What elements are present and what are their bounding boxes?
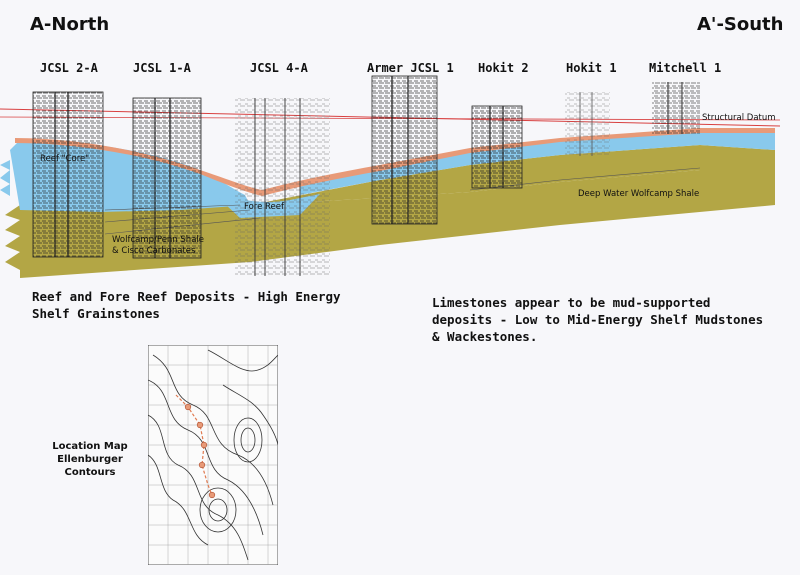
note-reef-line1: Reef and Fore Reef Deposits - High Energ…	[32, 289, 341, 304]
section-title-north: A-North	[30, 14, 110, 35]
well-name-jcsl-4a: JCSL 4-A	[250, 61, 308, 75]
shale-spikes	[5, 205, 20, 270]
well-name-mitchell-1: Mitchell 1	[649, 61, 722, 75]
location-map	[148, 345, 278, 565]
well-name-armer-jcsl-1: Armer JCSL 1	[367, 61, 454, 75]
well-log-jcsl-1a	[132, 97, 202, 259]
label-structural-datum: Structural Datum	[702, 113, 776, 123]
well-log-armer-jcsl-1	[371, 75, 438, 225]
note-lime-line2: deposits - Low to Mid-Energy Shelf Mudst…	[432, 312, 764, 327]
map-contours	[148, 349, 278, 561]
map-caption-line2: Ellenburger Contours	[57, 454, 123, 478]
cross-section-diagram	[0, 75, 781, 278]
well-log-jcsl-4a	[235, 98, 330, 276]
well-name-hokit-2: Hokit 2	[478, 61, 529, 75]
well-log-hokit-2	[471, 105, 523, 189]
limestone-shelf	[300, 130, 775, 195]
well-name-hokit-1: Hokit 1	[566, 61, 617, 75]
well-log-mitchell-1	[652, 82, 700, 134]
location-map-caption: Location Map Ellenburger Contours	[30, 440, 150, 479]
label-wolfcamp-penn-line2: & Cisco Carbonates	[112, 246, 196, 256]
label-deep-water-shale: Deep Water Wolfcamp Shale	[578, 189, 700, 199]
map-caption-line1: Location Map	[52, 441, 128, 452]
label-fore-reef: Fore Reef	[244, 202, 285, 212]
well-name-jcsl-2a: JCSL 2-A	[40, 61, 98, 75]
note-reef-deposits: Reef and Fore Reef Deposits - High Energ…	[32, 288, 341, 322]
well-log-hokit-1	[565, 92, 610, 156]
well-log-jcsl-2a	[32, 91, 104, 258]
label-reef-core: Reef "Core"	[40, 154, 90, 164]
map-well-dots	[184, 403, 216, 499]
limestone-spikes	[0, 160, 10, 196]
section-title-south: A'-South	[697, 14, 784, 35]
well-name-jcsl-1a: JCSL 1-A	[133, 61, 191, 75]
note-lime-line3: & Wackestones.	[432, 329, 538, 344]
note-limestones: Limestones appear to be mud-supported de…	[432, 294, 763, 345]
note-reef-line2: Shelf Grainstones	[32, 306, 160, 321]
label-wolfcamp-penn-line1: Wolfcamp/Penn Shale	[112, 235, 204, 245]
note-lime-line1: Limestones appear to be mud-supported	[432, 295, 711, 310]
